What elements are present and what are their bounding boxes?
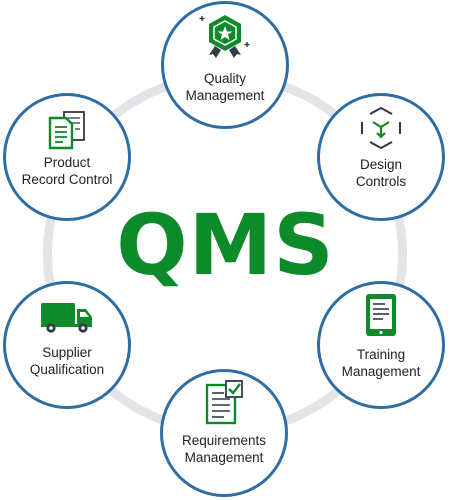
node-design-controls: Design Controls: [317, 93, 445, 221]
truck-icon: [6, 300, 128, 339]
documents-icon: [6, 110, 128, 155]
node-supplier-qualification: Supplier Qualification: [3, 281, 131, 409]
award-badge-icon: [164, 12, 286, 65]
node-label: Quality Management: [185, 71, 265, 103]
node-label: Supplier Qualification: [29, 345, 105, 377]
node-label: Requirements Management: [181, 433, 267, 465]
node-requirements-management: Requirements Management: [160, 369, 288, 497]
node-quality-management: Quality Management: [161, 1, 289, 129]
node-label: Training Management: [341, 347, 421, 379]
node-training-management: Training Management: [317, 281, 445, 409]
cube-arrows-icon: [320, 106, 442, 155]
checklist-document-icon: [163, 379, 285, 432]
center-title: QMS: [116, 196, 335, 294]
node-product-record-control: Product Record Control: [3, 93, 131, 221]
tablet-icon: [320, 292, 442, 343]
node-label: Design Controls: [355, 157, 407, 189]
node-label: Product Record Control: [21, 155, 113, 187]
